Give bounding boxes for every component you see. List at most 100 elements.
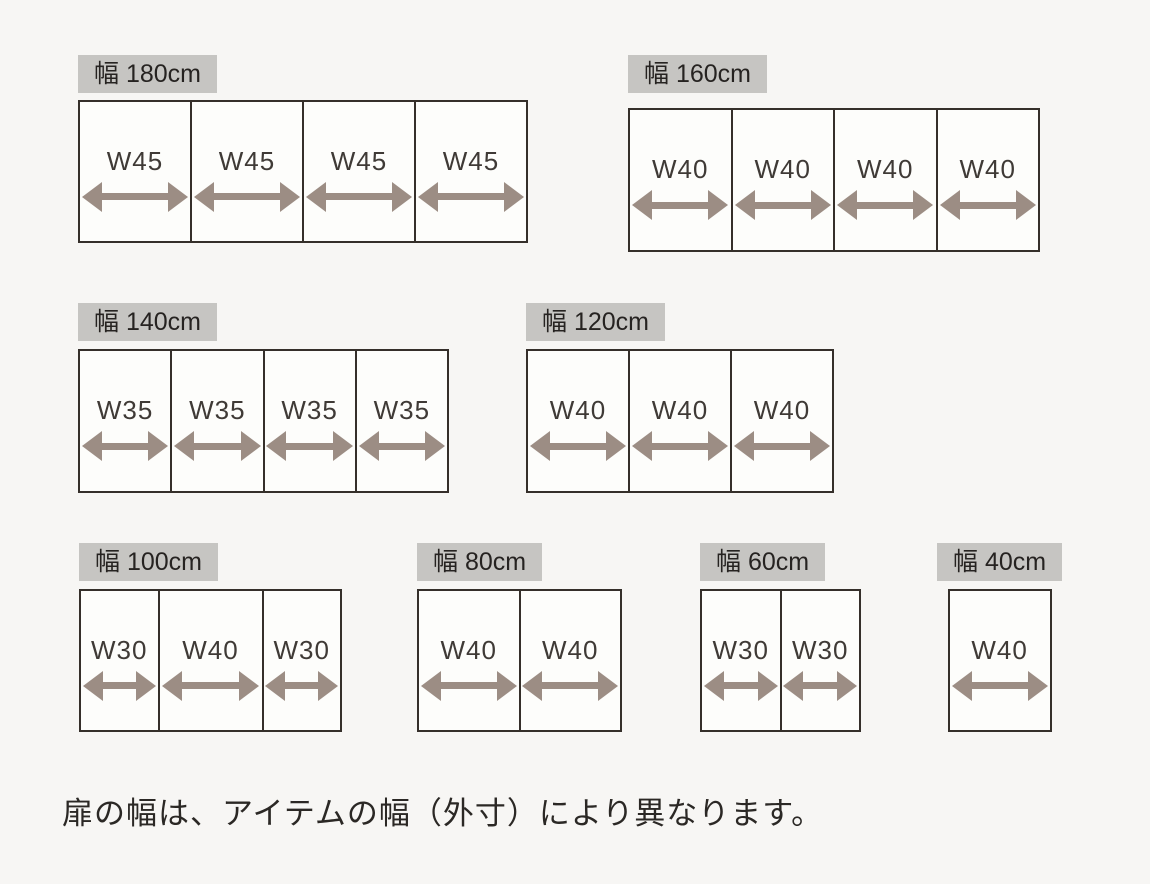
arrow-head-right [239,670,260,701]
arrow-head-right [708,431,728,461]
arrow-head-right [167,181,188,212]
door-section: W35 [354,351,447,491]
arrow-head-left [266,431,287,461]
arrow-head-right [1015,190,1036,220]
arrow-head-right [708,190,729,220]
caption: 扉の幅は、アイテムの幅（外寸）により異なります。 [62,796,824,831]
door-section: W35 [170,351,262,491]
width-badge: 幅 60cm [700,543,826,581]
door-width-label: W40 [182,634,239,665]
double-arrow-icon [194,181,300,212]
door-section: W40 [730,110,834,250]
arrow-head-right [913,190,934,220]
width-badge: 幅 120cm [526,303,665,341]
double-arrow-icon [632,431,728,461]
arrow-shaft [723,682,758,689]
door-section: W40 [628,351,730,491]
arrow-head-right [332,431,353,461]
arrow-shaft [971,682,1028,689]
arrow-head-left [522,670,543,701]
arrow-head-left [82,181,103,212]
arrow-shaft [102,682,136,689]
double-arrow-icon [82,181,188,212]
cabinet-outline: W35 W35 W35 W35 [78,349,449,493]
arrow-head-right [135,670,156,701]
door-section: W30 [779,591,860,730]
door-width-label: W35 [281,395,338,425]
arrow-head-left [734,190,755,220]
arrow-shaft [542,682,598,689]
double-arrow-icon [161,670,260,701]
door-width-label: W40 [652,154,709,184]
door-section: W30 [261,591,341,730]
door-width-label: W40 [754,154,811,184]
cabinet-outline: W40 W40 W40 [526,349,834,493]
arrow-shaft [857,201,914,209]
double-arrow-icon [418,181,524,212]
double-arrow-icon [734,190,831,220]
double-arrow-icon [420,670,517,701]
arrow-head-left [939,190,960,220]
door-section: W40 [950,591,1050,730]
double-arrow-icon [734,431,830,461]
door-width-label: W45 [106,145,164,176]
door-width-label: W40 [857,154,914,184]
door-section: W45 [190,102,302,241]
door-section: W40 [630,110,731,250]
double-arrow-icon [939,190,1036,220]
door-width-label: W40 [549,395,607,425]
door-section: W35 [80,351,170,491]
arrow-head-left [358,431,379,461]
arrow-head-left [420,670,441,701]
door-width-label: W35 [373,395,431,425]
cabinet-outline: W30 W40 W30 [79,589,342,732]
door-width-label: W30 [792,634,849,665]
door-section: W45 [414,102,526,241]
arrow-head-right [425,431,446,461]
arrow-head-left [530,431,550,461]
double-arrow-icon [530,431,626,461]
door-width-label: W40 [971,634,1028,665]
arrow-head-left [703,670,724,701]
arrow-shaft [652,201,709,209]
double-arrow-icon [951,670,1048,701]
arrow-shaft [550,442,606,450]
door-width-label: W30 [91,634,148,665]
door-section: W30 [702,591,780,730]
double-arrow-icon [266,431,353,461]
door-width-label: W40 [753,395,811,425]
arrow-head-right [757,670,778,701]
arrow-head-left [951,670,972,701]
arrow-shaft [101,442,149,450]
arrow-shaft [652,442,708,450]
arrow-shaft [959,201,1016,209]
arrow-head-right [240,431,261,461]
arrow-shaft [754,201,811,209]
arrow-shaft [285,682,319,689]
door-section: W45 [80,102,190,241]
double-arrow-icon [306,181,412,212]
arrow-head-right [837,670,858,701]
arrow-shaft [440,682,497,689]
arrow-head-left [81,431,102,461]
door-width-label: W35 [189,395,246,425]
door-width-label: W45 [442,145,500,176]
door-section: W40 [833,110,936,250]
arrow-head-right [148,431,169,461]
arrow-shaft [378,442,426,450]
arrow-head-left [265,670,286,701]
door-width-label: W45 [218,145,276,176]
width-badge: 幅 180cm [78,55,217,93]
double-arrow-icon [82,670,156,701]
width-badge: 幅 160cm [628,55,767,93]
door-width-label: W35 [96,395,154,425]
arrow-head-left [306,181,327,212]
arrow-shaft [181,682,240,689]
arrow-head-right [496,670,517,701]
arrow-head-right [503,181,524,212]
